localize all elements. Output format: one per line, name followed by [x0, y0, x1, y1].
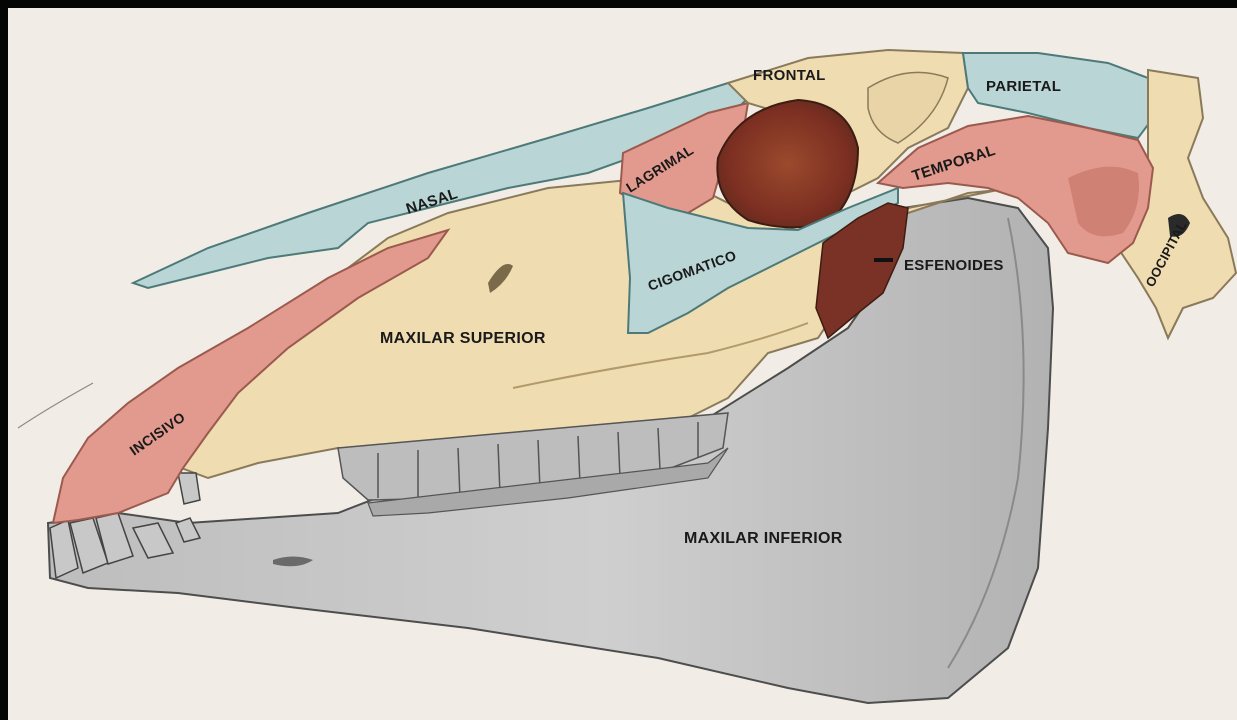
- label-parietal: PARIETAL: [986, 78, 1061, 95]
- label-frontal: FRONTAL: [753, 67, 826, 84]
- pencil-mark: [18, 383, 93, 428]
- label-esfenoides: ESFENOIDES: [904, 257, 1004, 274]
- label-maxilar-superior: MAXILAR SUPERIOR: [380, 330, 546, 347]
- horse-skull-diagram: FRONTAL PARIETAL LAGRIMAL TEMPORAL NASAL…: [8, 8, 1237, 720]
- canine-tooth: [178, 473, 200, 504]
- label-maxilar-inferior: MAXILAR INFERIOR: [684, 530, 843, 547]
- figure-frame: FRONTAL PARIETAL LAGRIMAL TEMPORAL NASAL…: [8, 8, 1237, 720]
